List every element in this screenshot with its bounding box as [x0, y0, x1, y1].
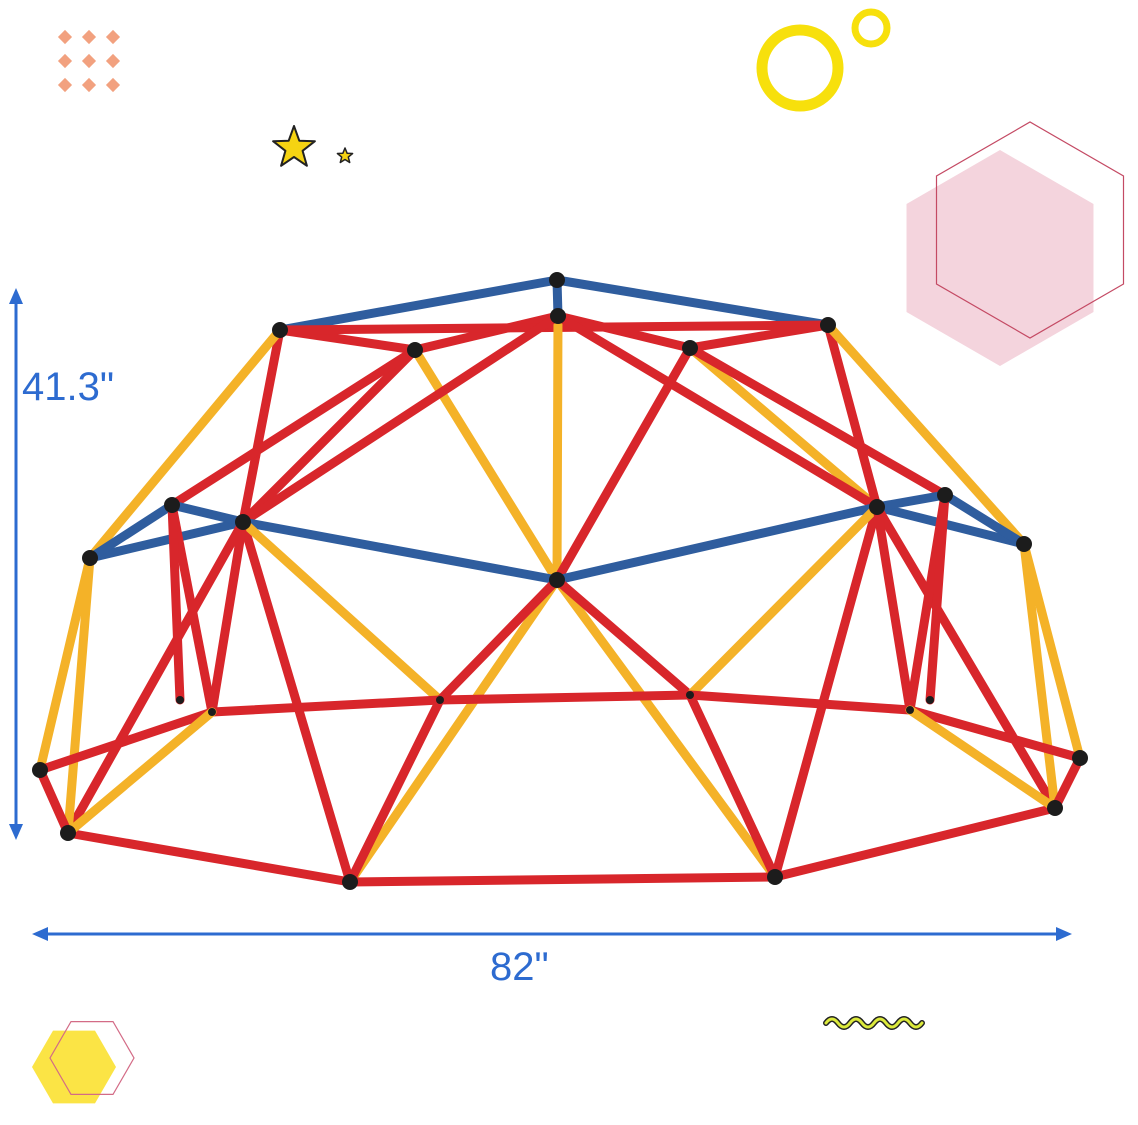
dome-bar	[238, 517, 562, 585]
wave-icon	[823, 1016, 925, 1030]
dome-bar	[345, 872, 780, 887]
connector-node	[869, 499, 885, 515]
dome-bar	[63, 517, 248, 838]
dome-bar	[85, 325, 285, 563]
dome-bar	[685, 690, 780, 882]
connector-node	[1047, 800, 1063, 816]
dome-bar	[1050, 753, 1085, 813]
dome-bar	[238, 325, 285, 527]
connector-node	[164, 497, 180, 513]
dome-bar	[1019, 539, 1085, 763]
dome-bar	[553, 311, 695, 353]
rings-icon	[756, 8, 891, 112]
dome-bar	[770, 803, 1060, 882]
dome-bar	[167, 500, 185, 705]
dome-bar	[238, 311, 563, 527]
dome-bar	[872, 502, 1060, 813]
dome-bar	[552, 275, 833, 330]
dome-bar	[63, 707, 217, 838]
dome-bar	[238, 517, 445, 705]
dome-bar	[85, 517, 248, 563]
dome-bar	[63, 553, 95, 838]
dome-bar	[905, 705, 1060, 813]
connector-node	[1072, 750, 1088, 766]
dome-bar	[275, 275, 562, 335]
dome-bar	[823, 320, 1029, 549]
dome-bar	[167, 500, 248, 527]
connector-node	[60, 825, 76, 841]
hexagon-icon	[32, 121, 1125, 1104]
dots-pattern-icon	[57, 29, 121, 93]
connector-node	[32, 762, 48, 778]
dome-bar	[435, 690, 695, 705]
dome-bar	[553, 311, 882, 512]
connector-node	[235, 514, 251, 530]
connector-node	[176, 696, 184, 704]
dome-bar	[238, 517, 355, 887]
dome-bar	[685, 343, 882, 512]
dome-bar	[410, 311, 563, 355]
star-icon	[272, 125, 354, 167]
height-dimension-label: 41.3"	[22, 365, 115, 409]
dome-bar	[345, 695, 445, 887]
connector-node	[926, 696, 934, 704]
connector-node	[937, 487, 953, 503]
connector-node	[682, 340, 698, 356]
connector-node	[767, 869, 783, 885]
connector-node	[436, 696, 444, 704]
dome-bar	[410, 345, 562, 585]
connector-node	[550, 308, 566, 324]
dome-bar	[905, 705, 1085, 763]
dome-bar	[685, 690, 915, 715]
dome-frame	[35, 275, 1085, 887]
dome-bar	[685, 343, 950, 500]
height-arrow	[9, 288, 23, 840]
dome-bar	[435, 575, 562, 705]
dome-bar	[238, 345, 420, 527]
dome-bar	[85, 500, 177, 563]
dome-bar	[872, 502, 915, 715]
dome-bar	[1019, 539, 1060, 813]
dome-bar	[685, 502, 882, 700]
dome-bar	[207, 517, 248, 717]
dome-bar	[823, 320, 882, 512]
dome-bar	[207, 695, 445, 717]
dome-bar	[552, 575, 695, 700]
dome-bar	[35, 707, 217, 775]
dome-connectors	[32, 272, 1088, 890]
width-dimension-label: 82"	[490, 945, 549, 989]
dome-bar	[345, 575, 562, 887]
dome-bar	[940, 490, 1029, 549]
dome-bar	[552, 575, 780, 882]
dome-bar	[167, 500, 217, 717]
dome-bar	[925, 490, 950, 705]
connector-node	[549, 572, 565, 588]
connector-node	[342, 874, 358, 890]
connector-node	[906, 706, 914, 714]
dome-bar	[35, 765, 73, 838]
dome-bar	[872, 502, 1029, 549]
connector-node	[82, 550, 98, 566]
dome-bar	[770, 502, 882, 882]
connector-node	[272, 322, 288, 338]
connector-node	[208, 708, 216, 716]
dome-bar	[872, 490, 950, 512]
connector-node	[686, 691, 694, 699]
connector-node	[1016, 536, 1032, 552]
dome-bar	[552, 311, 563, 585]
dome-bar	[167, 345, 420, 510]
connector-node	[820, 317, 836, 333]
dome-bar	[552, 502, 882, 585]
connector-node	[407, 342, 423, 358]
width-arrow	[32, 927, 1072, 941]
connector-node	[549, 272, 565, 288]
dome-bar	[35, 553, 95, 775]
dome-bar	[63, 828, 355, 887]
